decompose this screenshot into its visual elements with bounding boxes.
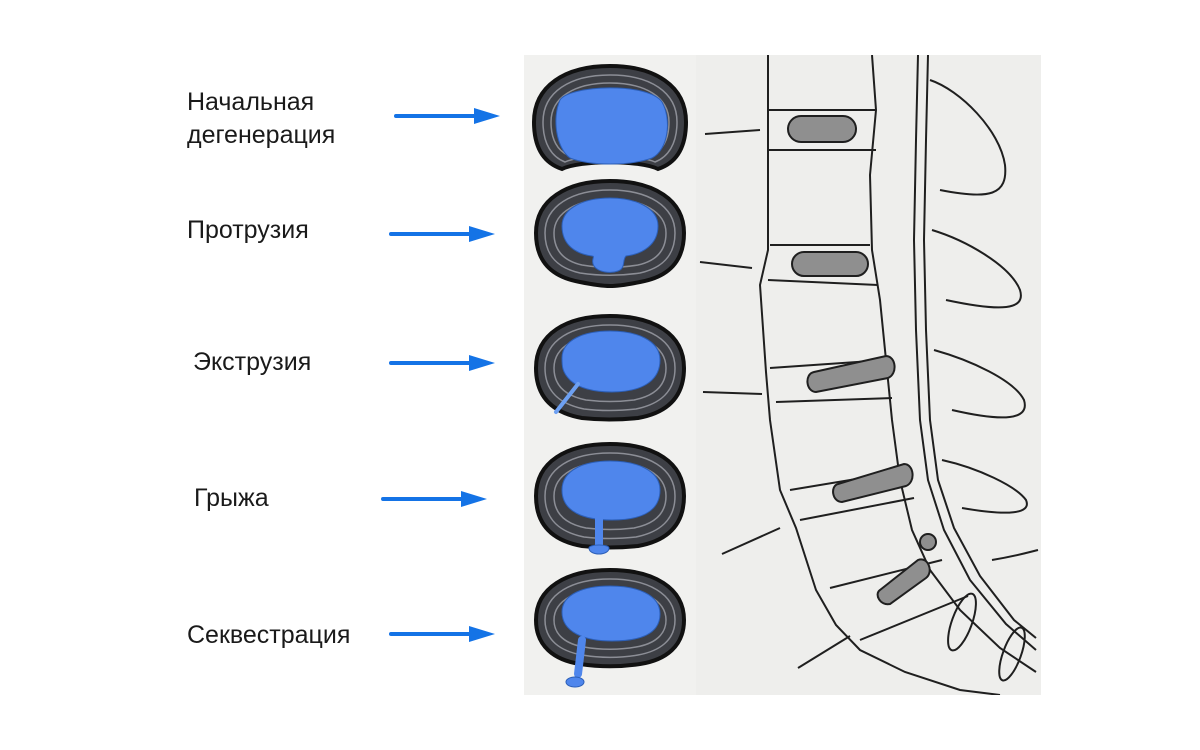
disc-cross-section-icon [533,178,687,289]
arrow-right-icon [389,226,495,242]
stage-label-herniation: Грыжа [194,484,269,512]
arrow-right-icon [389,626,495,642]
disc-cross-section-icon [533,313,687,422]
illustration-panel [524,55,1041,695]
spine-discs [787,115,937,606]
stage-label-protrusion: Протрузия [187,216,309,244]
disc-cross-section-icon [533,441,687,555]
arrow-right-icon [389,355,495,371]
disc-cross-section-icon [531,63,689,172]
stage-label-extrusion: Экструзия [193,348,312,376]
disc-cross-section-icon [533,567,687,688]
stage-label-initial-degeneration: Начальная дегенерация [187,88,336,149]
stage-label-sequestration: Секвестрация [187,621,351,649]
arrow-right-icon [381,491,487,507]
arrow-right-icon [394,108,500,124]
